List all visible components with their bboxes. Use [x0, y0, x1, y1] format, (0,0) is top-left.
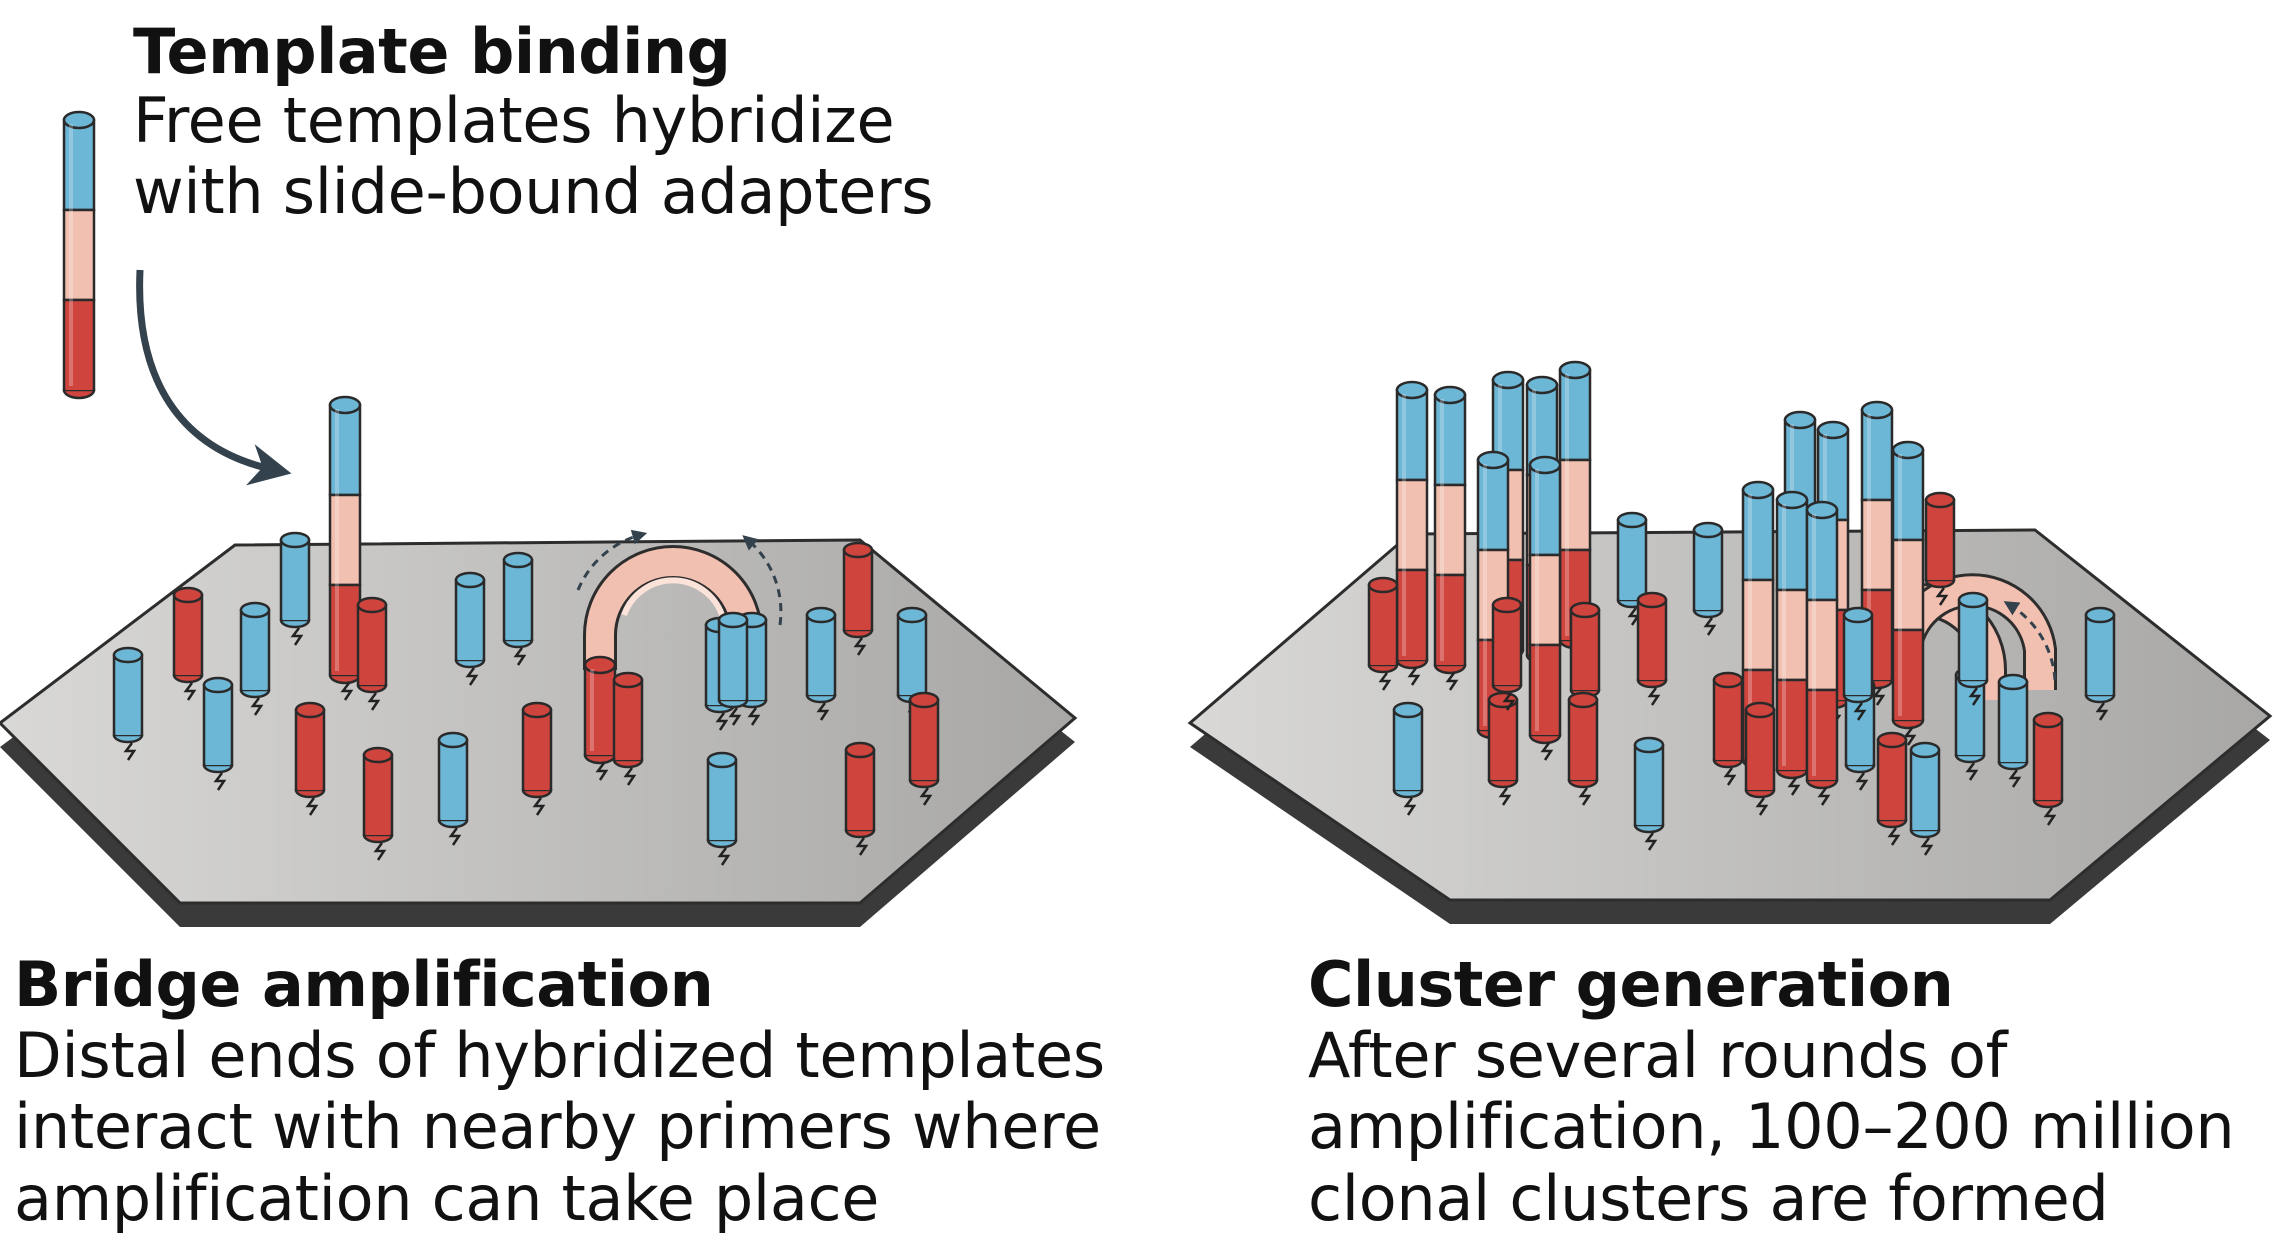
- surface-primer: [294, 701, 326, 816]
- surface-primer: [1842, 606, 1874, 721]
- cluster-generation-line-3: clonal clusters are formed: [1308, 1161, 2109, 1235]
- surface-primer: [717, 611, 749, 726]
- bridge-amplification-text: Bridge amplification Distal ends of hybr…: [14, 953, 1105, 1230]
- free-template: [62, 110, 96, 400]
- bridge-amplification-line-2: interact with nearby primers where: [14, 1090, 1101, 1164]
- cluster-strand: [1395, 380, 1429, 686]
- cluster-strand: [1805, 500, 1839, 806]
- cluster-generation-title: Cluster generation: [1308, 948, 1954, 1021]
- surface-primer: [842, 541, 874, 656]
- surface-primer: [1909, 741, 1941, 856]
- surface-primer: [1712, 671, 1744, 786]
- surface-primer: [1692, 521, 1724, 636]
- surface-primer: [239, 601, 271, 716]
- cluster-strand: [1528, 455, 1562, 761]
- dna-columns: [62, 110, 2116, 866]
- cluster-strand: [1891, 440, 1925, 746]
- surface-primer: [1392, 701, 1424, 816]
- surface-primer: [2084, 606, 2116, 721]
- surface-primer: [1957, 591, 1989, 706]
- cluster-strand: [1775, 490, 1809, 796]
- surface-primer: [362, 746, 394, 861]
- surface-primer: [706, 751, 738, 866]
- surface-primer: [1997, 673, 2029, 788]
- cluster-generation-text: Cluster generation After several rounds …: [1308, 948, 2235, 1235]
- surface-primer: [502, 551, 534, 666]
- surface-primer: [454, 571, 486, 686]
- surface-primer: [437, 731, 469, 846]
- surface-primer: [1744, 701, 1776, 816]
- surface-primer: [805, 606, 837, 721]
- surface-primer: [1487, 691, 1519, 806]
- surface-primer: [1633, 736, 1665, 851]
- surface-primer: [172, 586, 204, 701]
- hybridized-template: [328, 395, 362, 701]
- surface-primer: [1567, 691, 1599, 806]
- cluster-generation-line-1: After several rounds of: [1308, 1019, 2008, 1093]
- left-bridge: [576, 529, 783, 670]
- cluster-generation-line-2: amplification, 100–200 million: [1308, 1090, 2235, 1164]
- surface-primer: [1491, 596, 1523, 711]
- surface-primer: [612, 671, 644, 786]
- template-binding-title: Template binding: [133, 15, 731, 88]
- surface-primer: [521, 701, 553, 816]
- surface-primer: [112, 646, 144, 761]
- surface-primer: [356, 596, 388, 711]
- template-binding-line-2: with slide-bound adapters: [133, 155, 934, 229]
- surface-primer: [1367, 576, 1399, 691]
- template-binding-line-1: Free templates hybridize: [133, 84, 895, 158]
- surface-primer: [2032, 711, 2064, 826]
- surface-primer: [1876, 731, 1908, 846]
- bridge-strand: [583, 655, 617, 781]
- surface-primer: [1924, 491, 1956, 606]
- bridge-amplification-line-3: amplification can take place: [14, 1161, 880, 1235]
- bridge-amplification-line-1: Distal ends of hybridized templates: [14, 1019, 1105, 1093]
- cluster-strand: [1433, 385, 1467, 691]
- surface-primer: [279, 531, 311, 646]
- surface-primer: [202, 676, 234, 791]
- template-binding-text: Template binding Free templates hybridiz…: [133, 15, 934, 229]
- surface-primer: [908, 691, 940, 806]
- surface-primer: [1636, 591, 1668, 706]
- surface-primer: [844, 741, 876, 856]
- bridge-amplification-title: Bridge amplification: [14, 948, 714, 1021]
- binding-arrow-icon: [136, 269, 292, 486]
- surface-primer: [1616, 511, 1648, 626]
